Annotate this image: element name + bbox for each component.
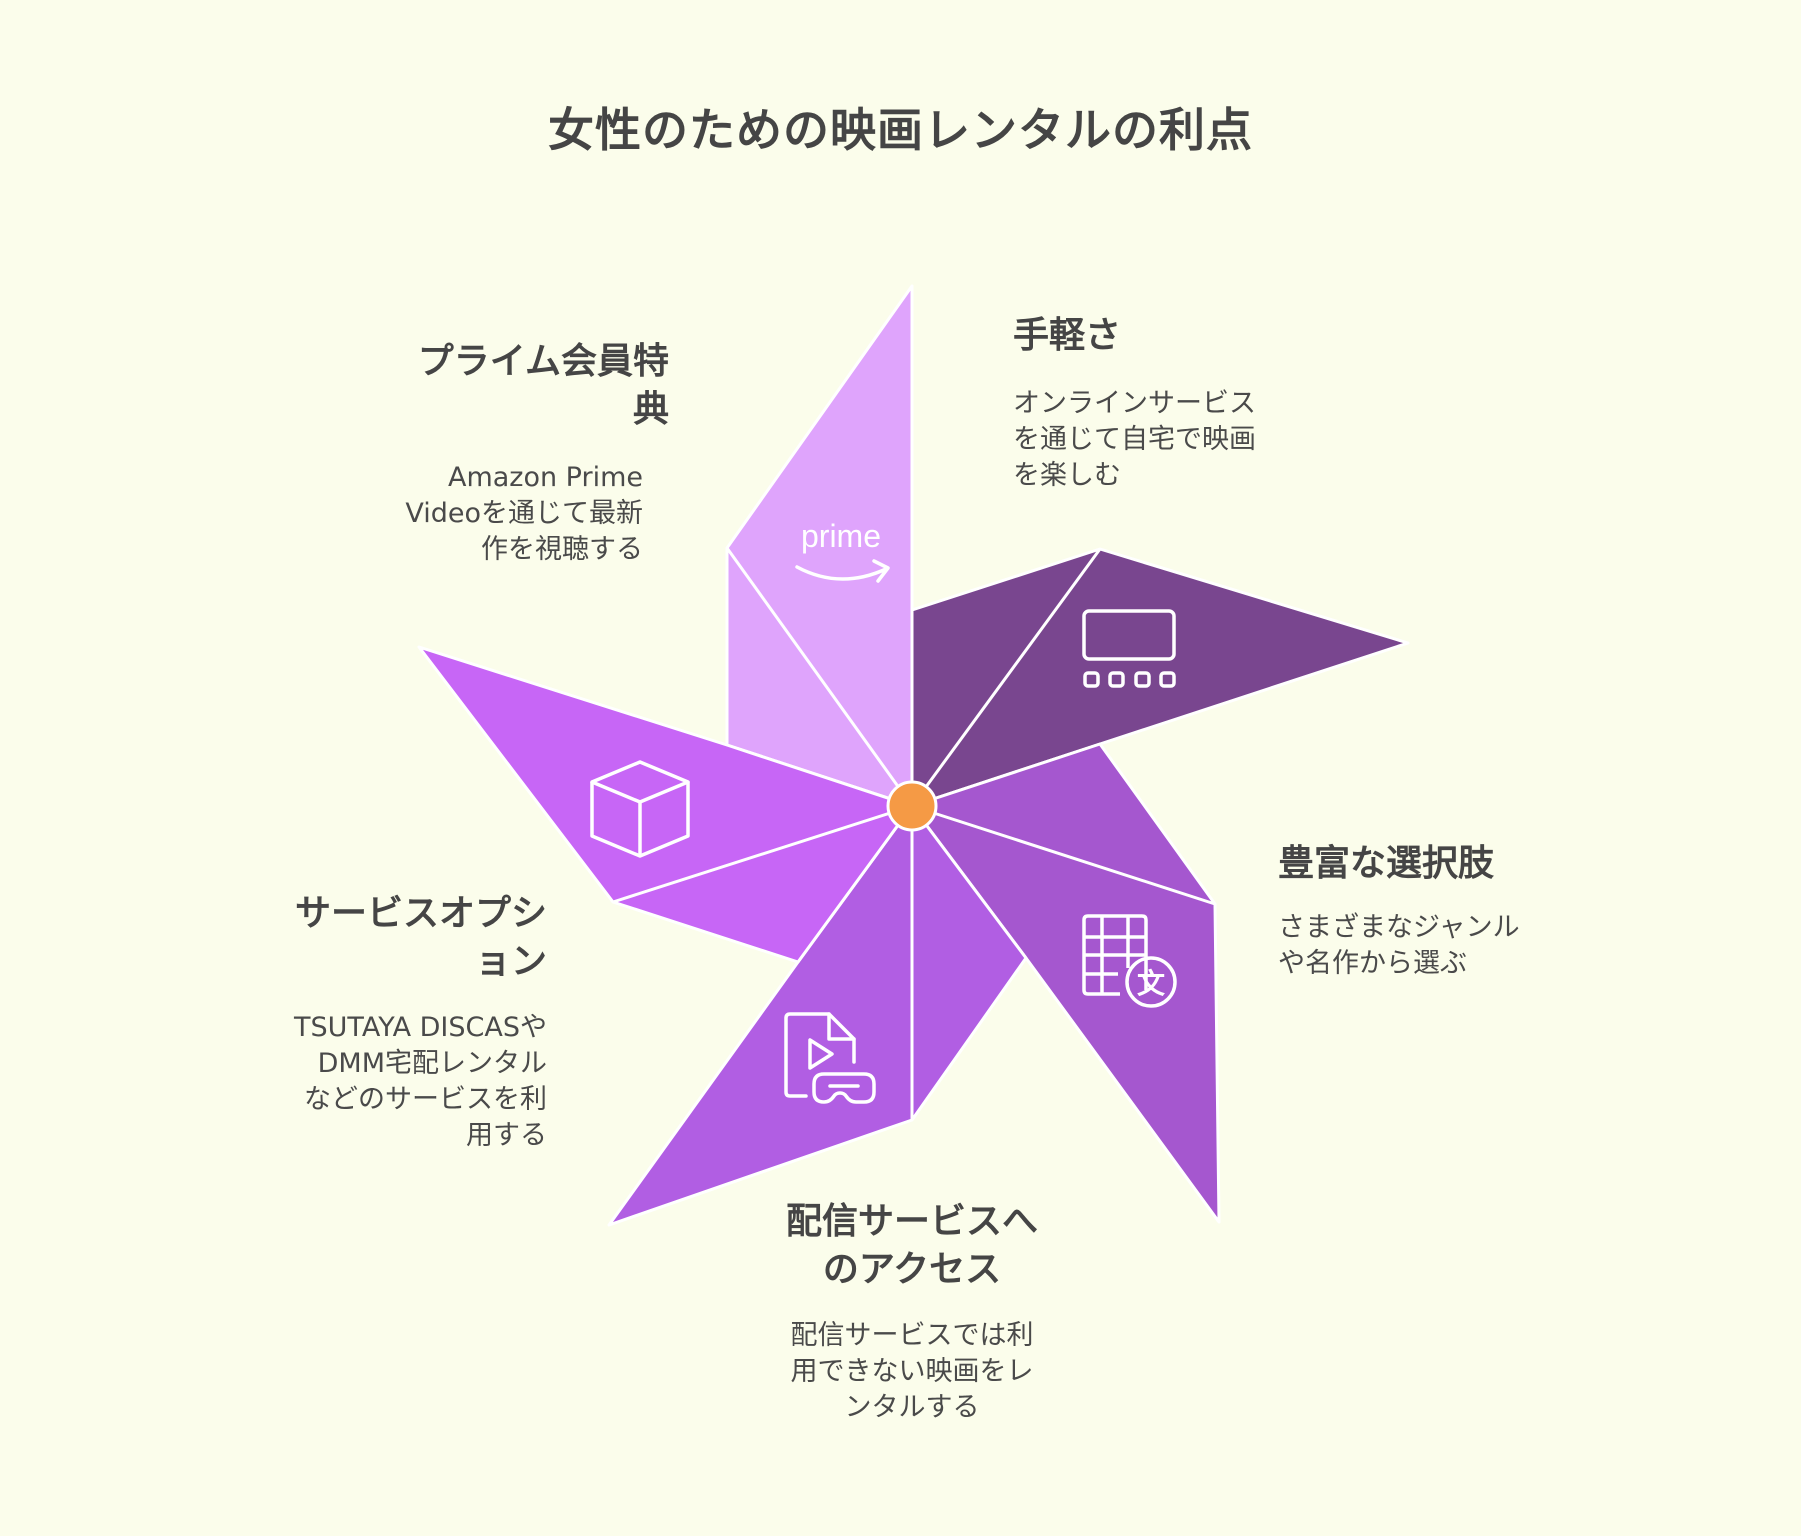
blade-options[interactable]: [417, 645, 914, 964]
tv-screen-icon: [1082, 609, 1176, 688]
blade-selection-crease: [911, 804, 1216, 906]
prime-heading: プライム会員特 典: [417, 341, 669, 430]
box-3d-icon: [590, 760, 690, 858]
label-streaming: 配信サービスへ のアクセス 配信サービスでは利 用できない映画をレ ンタルする: [712, 1198, 1112, 1426]
label-prime: プライム会員特 典 Amazon Prime Videoを通じて最新 作を視聴す…: [405, 338, 669, 568]
page-title: 女性のための映画レンタルの利点: [548, 103, 1253, 157]
options-heading: サービスオプシ ョン: [294, 893, 547, 982]
selection-heading: 豊富な選択肢: [1278, 843, 1495, 884]
blade-convenience-crease: [910, 548, 1102, 807]
label-convenience: 手軽さ オンラインサービス を通じて自宅で映画 を楽しむ: [1013, 312, 1256, 494]
convenience-description: オンラインサービス を通じて自宅で映画 を楽しむ: [1013, 388, 1256, 491]
blade-options-crease: [612, 804, 913, 904]
label-selection: 豊富な選択肢 さまざまなジャンル や名作から選ぶ: [1278, 840, 1520, 982]
film-translate-icon: 文: [1082, 914, 1177, 1008]
blade-prime-crease: [725, 547, 914, 807]
prime-logo-icon: prime: [795, 518, 890, 583]
streaming-heading: 配信サービスへ のアクセス: [785, 1201, 1038, 1290]
options-description: TSUTAYA DISCASや DMM宅配レンタル などのサービスを利 用する: [294, 1012, 547, 1151]
streaming-description: 配信サービスでは利 用できない映画をレ ンタルする: [790, 1320, 1034, 1423]
prime-logo-text: prime: [801, 518, 881, 554]
label-options: サービスオプシ ョン TSUTAYA DISCASや DMM宅配レンタル などの…: [294, 890, 547, 1154]
blade-options-shape: [417, 645, 914, 964]
prime-description: Amazon Prime Videoを通じて最新 作を視聴する: [405, 462, 643, 565]
convenience-heading: 手軽さ: [1013, 315, 1122, 356]
selection-description: さまざまなジャンル や名作から選ぶ: [1278, 912, 1520, 979]
translate-badge-text: 文: [1137, 967, 1165, 1000]
center-hub: [886, 780, 938, 832]
video-file-vr-icon: [784, 1012, 876, 1104]
